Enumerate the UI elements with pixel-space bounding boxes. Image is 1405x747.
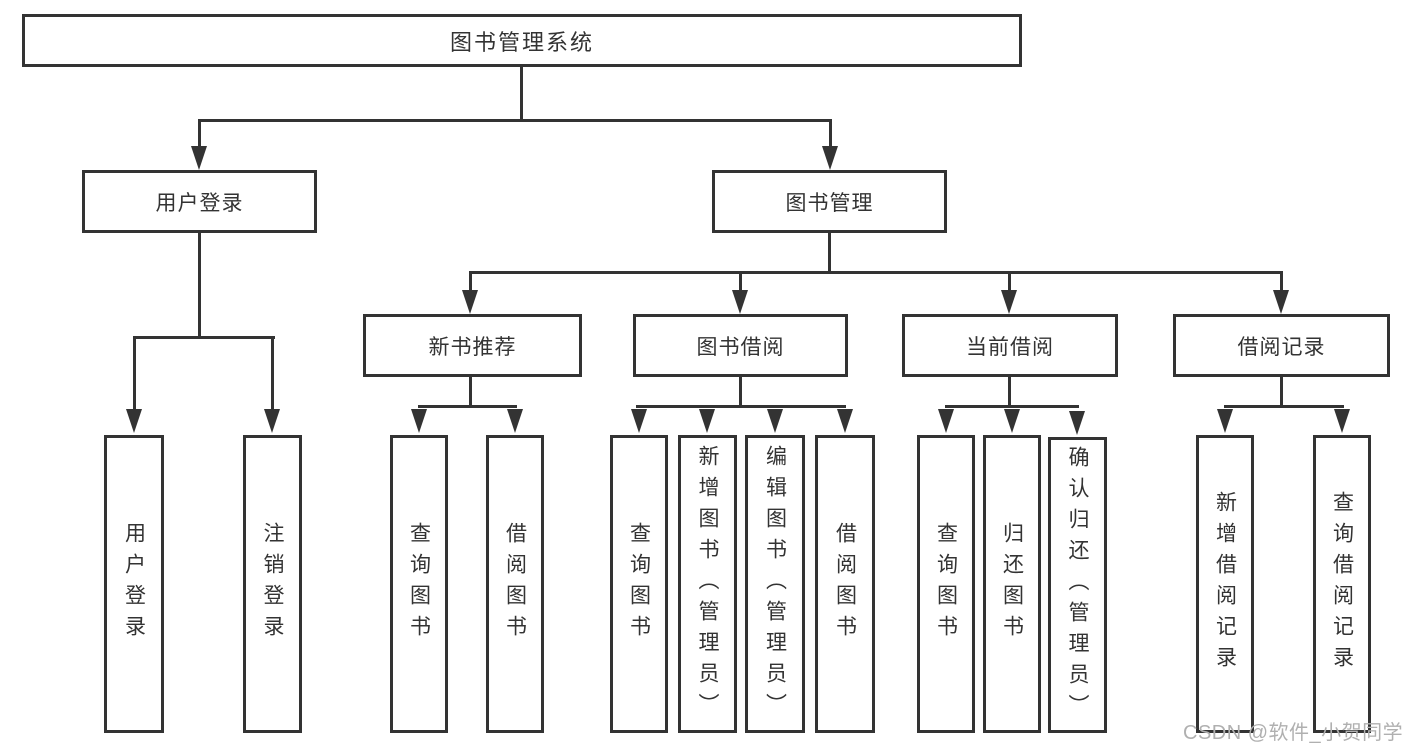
leaf-logout: 注销登录 — [243, 435, 302, 733]
leaf-borrowing-borrow-books-label: 借阅图书 — [833, 522, 857, 646]
node-book-borrowing: 图书借阅 — [633, 314, 848, 377]
arrowhead-current-confirm — [1069, 411, 1085, 435]
node-root: 图书管理系统 — [22, 14, 1022, 67]
connector-records-stem — [1280, 377, 1283, 408]
leaf-records-add-record: 新增借阅记录 — [1196, 435, 1254, 733]
connector-current-stem — [1008, 377, 1011, 408]
leaf-newbooks-borrow-books: 借阅图书 — [486, 435, 544, 733]
leaf-borrowing-add-books-admin-label: 新增图书（管理员） — [696, 444, 719, 724]
node-book-borrowing-label: 图书借阅 — [696, 335, 785, 359]
node-borrowing-records: 借阅记录 — [1173, 314, 1390, 377]
arrowhead-newbooks-query — [411, 409, 427, 433]
leaf-borrowing-edit-books-admin: 编辑图书（管理员） — [745, 435, 805, 733]
leaf-records-query-record-label: 查询借阅记录 — [1330, 491, 1354, 677]
arrowhead-current — [1001, 290, 1017, 314]
arrowhead-newbooks-borrow — [507, 409, 523, 433]
leaf-borrowing-add-books-admin: 新增图书（管理员） — [678, 435, 737, 733]
leaf-current-return-books: 归还图书 — [983, 435, 1041, 733]
connector-current-stub — [1008, 271, 1011, 292]
connector-new-books-stem — [469, 377, 472, 408]
arrowhead-new-books — [462, 290, 478, 314]
arrowhead-leaf-logout — [264, 409, 280, 433]
arrowhead-records — [1273, 290, 1289, 314]
connector-level3-hline — [469, 271, 1283, 274]
connector-records-stub — [1280, 271, 1283, 292]
connector-new-books-stub — [469, 271, 472, 292]
connector-book-mgmt-stub — [829, 119, 832, 147]
leaf-current-confirm-return-admin-label: 确认归还（管理员） — [1066, 445, 1089, 725]
leaf-borrowing-edit-books-admin-label: 编辑图书（管理员） — [763, 444, 787, 724]
connector-borrowing-stem — [739, 377, 742, 408]
leaf-borrowing-query-books-label: 查询图书 — [627, 522, 651, 646]
connector-records-sub-hline — [1224, 405, 1344, 408]
leaf-records-add-record-label: 新增借阅记录 — [1213, 491, 1237, 677]
leaf-newbooks-query-books-label: 查询图书 — [407, 522, 431, 646]
connector-leaf-user-login-stub — [133, 336, 136, 409]
leaf-user-login-label: 用户登录 — [122, 522, 146, 646]
leaf-current-query-books: 查询图书 — [917, 435, 975, 733]
connector-user-login-stub — [198, 119, 201, 147]
node-new-book-recommend-label: 新书推荐 — [428, 335, 517, 359]
connector-level2-hline — [198, 119, 832, 122]
node-current-borrowing-label: 当前借阅 — [966, 335, 1054, 359]
node-current-borrowing: 当前借阅 — [902, 314, 1118, 377]
arrowhead-records-add — [1217, 409, 1233, 433]
leaf-newbooks-borrow-books-label: 借阅图书 — [503, 522, 527, 646]
arrowhead-borrowing-query — [631, 409, 647, 433]
leaf-borrowing-borrow-books: 借阅图书 — [815, 435, 875, 733]
node-user-login-label: 用户登录 — [155, 191, 244, 215]
node-new-book-recommend: 新书推荐 — [363, 314, 582, 377]
arrowhead-borrowing-edit — [767, 409, 783, 433]
node-book-management: 图书管理 — [712, 170, 947, 233]
arrowhead-borrowing-add — [699, 409, 715, 433]
node-root-label: 图书管理系统 — [449, 29, 594, 55]
connector-leaf-logout-stub — [271, 336, 274, 409]
arrowhead-borrowing — [732, 290, 748, 314]
arrowhead-book-mgmt — [822, 146, 838, 170]
leaf-current-query-books-label: 查询图书 — [934, 522, 958, 646]
arrowhead-leaf-user-login — [126, 409, 142, 433]
arrowhead-borrowing-borrow — [837, 409, 853, 433]
leaf-user-login: 用户登录 — [104, 435, 164, 733]
node-user-login: 用户登录 — [82, 170, 317, 233]
arrowhead-current-return — [1004, 409, 1020, 433]
connector-user-login-stem — [198, 233, 201, 338]
node-borrowing-records-label: 借阅记录 — [1237, 335, 1326, 359]
leaf-current-confirm-return-admin: 确认归还（管理员） — [1048, 437, 1107, 733]
connector-user-login-sub-hline — [133, 336, 275, 339]
arrowhead-current-query — [938, 409, 954, 433]
leaf-newbooks-query-books: 查询图书 — [390, 435, 448, 733]
connector-borrowing-stub — [739, 271, 742, 292]
connector-root-stem — [520, 67, 523, 120]
connector-current-sub-hline — [945, 405, 1079, 408]
node-book-management-label: 图书管理 — [785, 191, 874, 215]
connector-new-books-sub-hline — [418, 405, 517, 408]
arrowhead-user-login — [191, 146, 207, 170]
leaf-records-query-record: 查询借阅记录 — [1313, 435, 1371, 733]
arrowhead-records-query — [1334, 409, 1350, 433]
leaf-current-return-books-label: 归还图书 — [1000, 522, 1024, 646]
connector-borrowing-sub-hline — [636, 405, 846, 408]
watermark: CSDN @软件_小贺同学 — [1183, 722, 1404, 744]
connector-book-mgmt-stem — [828, 233, 831, 272]
leaf-borrowing-query-books: 查询图书 — [610, 435, 668, 733]
leaf-logout-label: 注销登录 — [261, 522, 284, 646]
